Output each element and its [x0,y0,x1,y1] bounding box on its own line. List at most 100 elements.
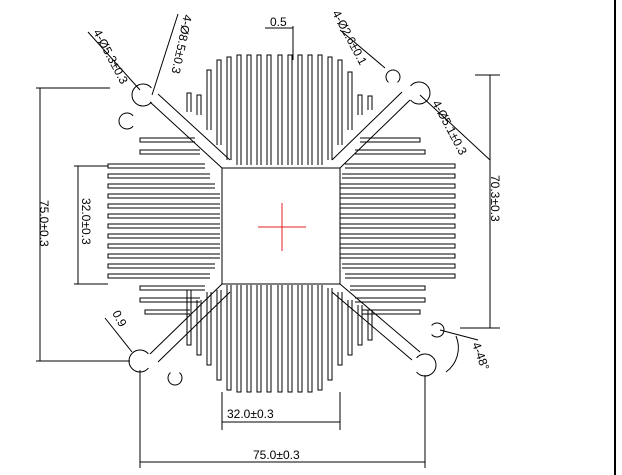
fin-left [107,203,220,209]
fin-top [327,56,333,160]
fin-right [360,137,421,143]
dim-hole-top-center: 4-Ø2.6±0.1 [329,8,370,68]
fin-top [277,54,283,165]
fin-bottom [317,285,323,391]
arm-top-right-edge [331,91,403,161]
dim-angle: 4-48° [469,340,492,372]
fin-left [107,263,215,269]
leader-slot-top-left [151,13,179,96]
mount-hoop-top-right [410,81,431,105]
leader-slot-width [104,317,133,353]
fin-right [345,273,456,279]
fin-bottom [337,292,343,366]
arm-bottom-right-edge [331,291,413,361]
fin-bottom [367,310,373,341]
fin-right [342,263,456,269]
fin-bottom [256,285,262,393]
mount-hoop-top-left-small [118,112,134,130]
fin-top [226,56,232,160]
dim-height-left: 75.0±0.3 [37,200,51,247]
leader-hole-top-left [87,31,141,91]
dim-hole-top-left: 4-Ø5.3±0.3 [90,27,131,87]
arm-top-right-edge [339,99,411,169]
dim-core-height: 32.0±0.3 [79,198,93,245]
leader-hole-top-right [419,94,491,161]
fin-right [340,253,456,259]
arc-angle [445,335,459,373]
dim-slot-top-left: 4-Ø8.5±0.3 [169,13,195,75]
fin-left [107,253,220,259]
leader-angle [439,329,479,341]
fin-left [139,149,200,155]
fin-left [107,173,210,179]
fin-top [357,94,363,115]
fin-top [287,54,293,165]
fin-top [317,54,323,165]
arm-top-left-edge [157,93,231,161]
fin-bottom [347,300,353,356]
fin-bottom [357,305,363,346]
fin-right [355,149,426,155]
fin-right [340,233,456,239]
fin-top [367,95,373,110]
heatsink-geometry [36,13,500,468]
fin-bottom [226,285,232,391]
fin-left [107,273,210,279]
fin-top [347,71,353,130]
fin-bottom [196,300,202,356]
fin-left [139,285,205,291]
window-border-right [614,0,616,475]
fin-left [107,183,215,189]
dim-overall-width: 75.0±0.3 [253,448,300,462]
fin-top [256,54,262,165]
dim-fin-thickness: 0.5 [270,15,287,29]
fin-left [139,297,200,303]
fin-top [297,54,303,165]
mount-hoop-bottom-right-small [431,322,445,338]
fin-bottom [277,285,283,393]
fin-left [107,163,205,169]
fin-bottom [216,290,222,381]
fin-left [107,233,220,239]
fin-left [107,193,220,199]
fin-right [350,285,426,291]
fin-right [340,243,456,249]
fin-bottom [266,285,272,393]
mount-hoop-top-right-small [385,69,401,83]
fin-right [362,309,421,315]
fin-bottom [297,285,303,393]
dim-core-width: 32.0±0.3 [227,407,274,421]
mount-hoop-bottom-right [416,353,437,377]
arm-bottom-left-edge [149,283,223,355]
fin-right [342,173,456,179]
fin-left [107,213,220,219]
fin-bottom [206,292,212,366]
fin-top [186,92,192,112]
fin-bottom [307,285,313,393]
fin-top [196,94,202,115]
mount-hoop-bottom-left [128,349,149,373]
fin-top [307,54,313,165]
fin-left [139,137,195,143]
fin-top [246,54,252,165]
fin-top [236,54,242,165]
dim-slot-width: 0.9 [109,308,129,330]
fin-top [216,59,222,145]
fin-right [340,183,456,189]
mount-hoop-top-left [131,83,152,107]
fin-right [340,203,456,209]
arm-bottom-right-edge [339,283,421,353]
fin-top [337,59,343,145]
fin-right [340,223,456,229]
fin-right [355,297,426,303]
mount-hoop-bottom-left-small [167,372,183,386]
arm-bottom-left-edge [157,291,231,363]
dim-height-right: 70.3±0.3 [488,175,502,222]
core-block [221,167,341,285]
fin-right [340,193,456,199]
fin-left [144,309,190,315]
fin-top [206,69,212,130]
dim-hole-top-right: 4-Ø5.1±0.3 [429,98,470,158]
fin-bottom [236,285,242,393]
